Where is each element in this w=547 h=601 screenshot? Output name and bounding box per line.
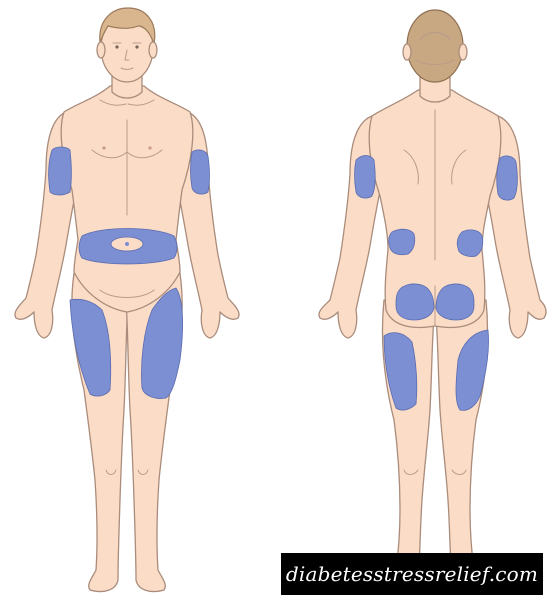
- watermark-badge: diabetesstressrelief.com: [281, 553, 543, 595]
- back-left-upper-arm-zone: [355, 156, 376, 199]
- watermark-text: diabetesstressrelief.com: [286, 562, 538, 586]
- front-left-upper-arm-zone: [49, 147, 72, 195]
- back-right-ear: [459, 44, 467, 60]
- back-right-flank-zone: [457, 230, 483, 257]
- back-head: [407, 10, 463, 82]
- back-left-flank-zone: [389, 229, 415, 255]
- back-left-buttock-zone: [396, 284, 434, 320]
- back-right-buttock-zone: [436, 284, 474, 320]
- back-right-upper-arm-zone: [497, 156, 518, 200]
- back-left-ear: [403, 44, 411, 60]
- front-right-ear: [149, 42, 157, 58]
- front-view-figure: [15, 8, 239, 592]
- front-left-ear: [97, 42, 105, 58]
- front-right-upper-arm-zone: [191, 150, 210, 194]
